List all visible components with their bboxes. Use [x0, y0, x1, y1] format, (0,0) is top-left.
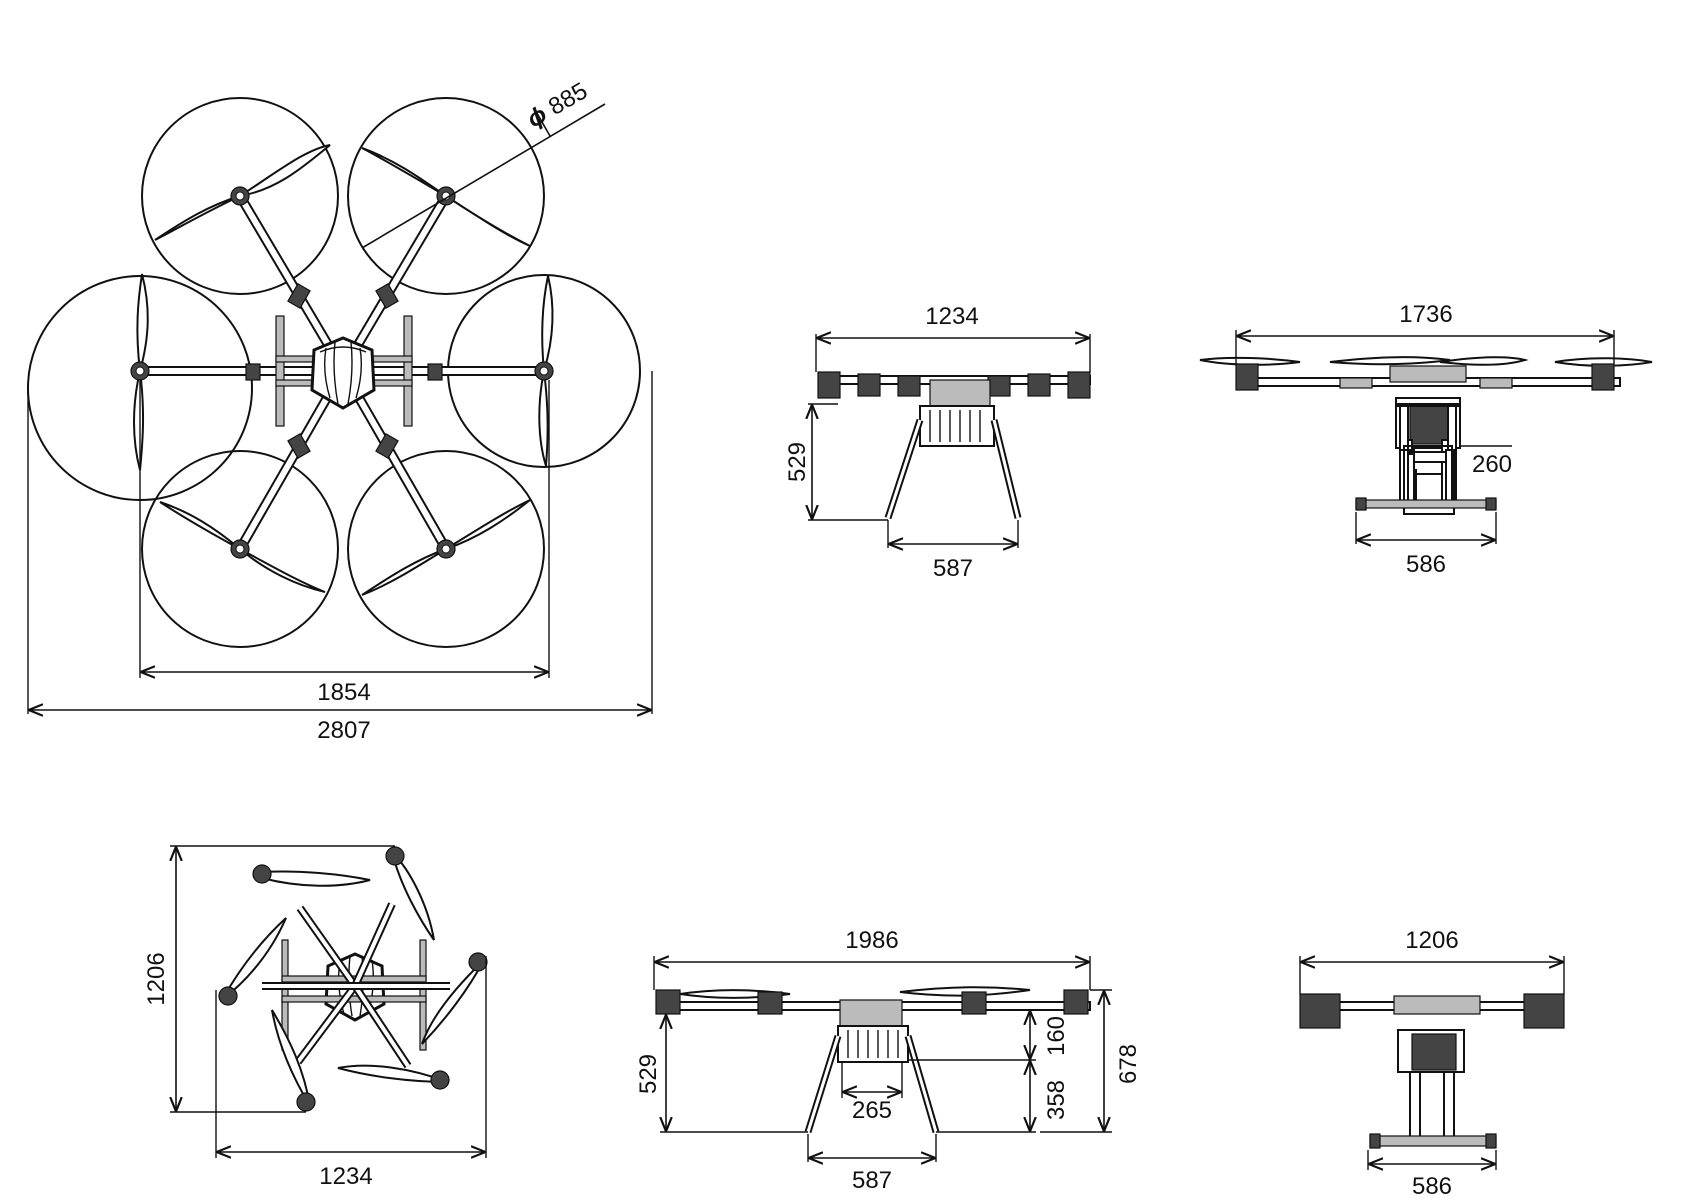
diameter-leader — [361, 103, 606, 249]
front-gear-label: 587 — [933, 555, 973, 582]
folded-height-label: 1206 — [143, 952, 170, 1005]
folded-side-skid-label: 586 — [1412, 1173, 1452, 1200]
folded-front-view: 1986 529 160 358 678 265 587 — [635, 927, 1142, 1194]
center-hub — [310, 336, 376, 410]
front-width-label: 1234 — [925, 303, 978, 330]
arms — [140, 193, 544, 552]
folded-gear-width-label: 587 — [852, 1167, 892, 1194]
folded-overall-height-label: 678 — [1115, 1044, 1142, 1084]
prop-disc-top-left — [141, 97, 339, 295]
folded-side-view: 1206 586 — [1299, 927, 1565, 1200]
prop-disc-bottom-right — [347, 450, 545, 648]
folded-payload-width-label: 265 — [852, 1097, 892, 1124]
side-width-label: 1736 — [1399, 301, 1452, 328]
folded-body-height-label: 160 — [1043, 1016, 1070, 1056]
side-view: 1736 260 586 — [1199, 301, 1653, 578]
motor-span-label: 1854 — [317, 679, 370, 706]
side-payload-height-label: 260 — [1472, 451, 1512, 478]
top-view: ϕ 885 1854 2807 — [27, 77, 653, 744]
folded-front-width-label: 1986 — [845, 927, 898, 954]
overall-span-label: 2807 — [317, 717, 370, 744]
folded-gear-height-label: 358 — [1043, 1080, 1070, 1120]
prop-disc-bottom-left — [141, 450, 339, 648]
side-skid-label: 586 — [1406, 551, 1446, 578]
diameter-label: ϕ 885 — [523, 77, 593, 133]
folded-top-view: 1206 1234 — [143, 845, 488, 1190]
folded-left-height-label: 529 — [635, 1054, 662, 1094]
propellers — [133, 144, 554, 596]
front-view: 1234 529 587 — [784, 303, 1091, 582]
folded-side-width-label: 1206 — [1405, 927, 1458, 954]
prop-disc-top-right — [347, 97, 545, 295]
motors — [130, 186, 554, 559]
folded-width-label: 1234 — [319, 1163, 372, 1190]
front-height-label: 529 — [784, 442, 811, 482]
